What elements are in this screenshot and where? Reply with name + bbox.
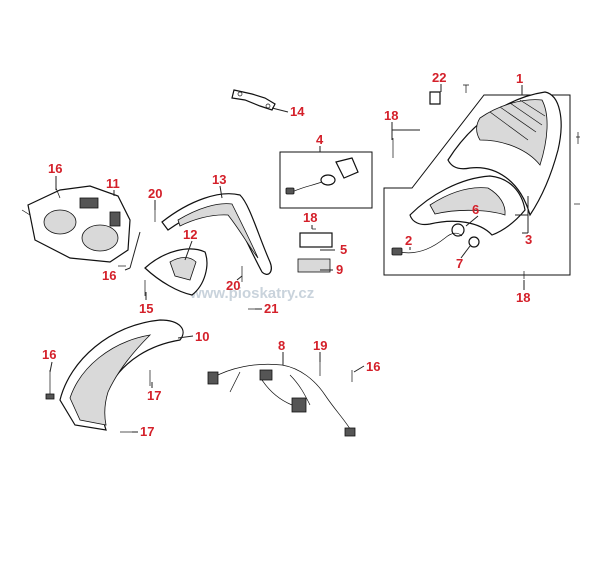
bracket-14 (231, 89, 276, 111)
label-4: 4 (316, 132, 324, 147)
label-2: 2 (405, 233, 412, 248)
label-9: 9 (336, 262, 343, 277)
label-20-a: 20 (148, 186, 162, 201)
label-18-a: 18 (384, 108, 398, 123)
leader-lines (49, 84, 529, 433)
label-13: 13 (212, 172, 226, 187)
label-12: 12 (183, 227, 197, 242)
label-22: 22 (432, 70, 446, 85)
label-6: 6 (472, 202, 479, 217)
label-10: 10 (195, 329, 209, 344)
label-16-b: 16 (102, 268, 116, 283)
label-15: 15 (139, 301, 153, 316)
label-16-c: 16 (42, 347, 56, 362)
label-11: 11 (106, 176, 120, 191)
label-17-a: 17 (147, 388, 161, 403)
label-16-a: 16 (48, 161, 62, 176)
watermark-text: www.pioskatry.cz (189, 285, 314, 302)
label-19: 19 (313, 338, 327, 353)
label-21: 21 (264, 301, 278, 316)
label-16-d: 16 (366, 359, 380, 374)
label-18-c: 18 (516, 290, 530, 305)
label-3: 3 (525, 232, 532, 247)
label-14: 14 (290, 104, 305, 119)
harness-8 (211, 363, 353, 433)
rear-cowl-group (383, 84, 580, 279)
label-20-b: 20 (226, 278, 240, 293)
tail-light-bulb-group (279, 151, 373, 209)
plate-9 (297, 258, 331, 273)
label-18-b: 18 (303, 210, 317, 225)
label-5: 5 (340, 242, 347, 257)
label-7: 7 (456, 256, 463, 271)
label-8: 8 (278, 338, 285, 353)
part-labels: 1 2 3 4 5 6 7 8 9 10 11 12 13 14 15 16 1… (42, 70, 532, 439)
plate-5 (299, 232, 333, 248)
label-1: 1 (516, 71, 523, 86)
label-17-b: 17 (140, 424, 154, 439)
